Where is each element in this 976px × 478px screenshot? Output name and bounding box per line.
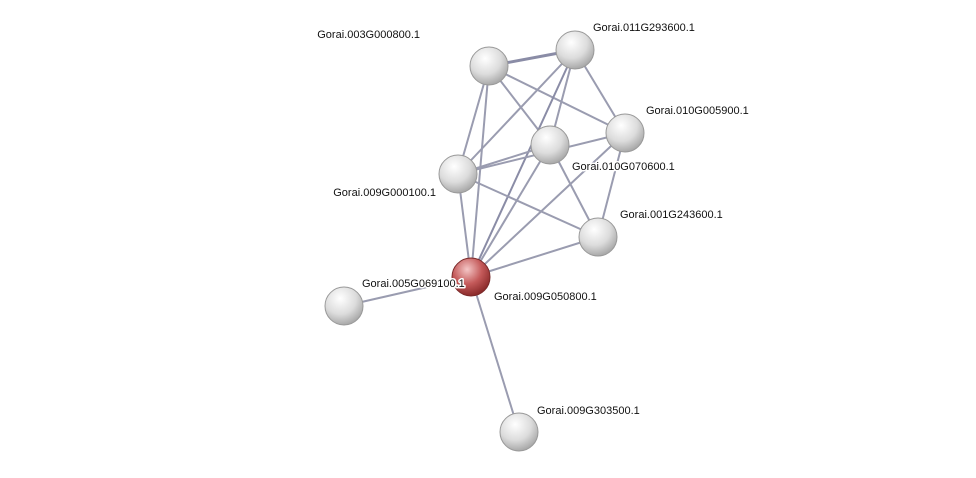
node-label: Gorai.009G050800.1	[494, 291, 597, 303]
protein-node[interactable]	[605, 113, 645, 153]
node-label: Gorai.009G303500.1	[537, 405, 640, 417]
node-label: Gorai.009G000100.1	[333, 187, 436, 199]
node-label: Gorai.001G243600.1	[620, 209, 723, 221]
edge-n5-n6[interactable]	[457, 173, 599, 238]
protein-node[interactable]	[324, 286, 364, 326]
protein-node[interactable]	[499, 412, 539, 452]
node-label: Gorai.010G070600.1	[572, 161, 675, 173]
edge-n6-n7[interactable]	[470, 236, 599, 278]
protein-node[interactable]	[469, 46, 509, 86]
protein-node[interactable]	[578, 217, 618, 257]
protein-node[interactable]	[555, 30, 595, 70]
edge-n2-n7[interactable]	[470, 49, 576, 278]
edge-n1-n3[interactable]	[488, 65, 626, 134]
edge-n3-n7[interactable]	[470, 132, 626, 278]
edge-n4-n7[interactable]	[470, 144, 551, 278]
edge-n2-n5[interactable]	[457, 49, 576, 175]
node-label: Gorai.011G293600.1	[593, 22, 695, 34]
protein-node[interactable]	[530, 125, 570, 165]
edge-n7-n8[interactable]	[343, 276, 472, 307]
query-protein-node[interactable]	[451, 257, 491, 297]
protein-node[interactable]	[438, 154, 478, 194]
edge-n1-n7[interactable]	[470, 65, 490, 278]
node-label: Gorai.010G005900.1	[646, 105, 749, 117]
edge-n7-n9[interactable]	[470, 276, 520, 433]
node-label: Gorai.005G069100.1	[362, 278, 465, 290]
node-label: Gorai.003G000800.1	[317, 29, 420, 41]
